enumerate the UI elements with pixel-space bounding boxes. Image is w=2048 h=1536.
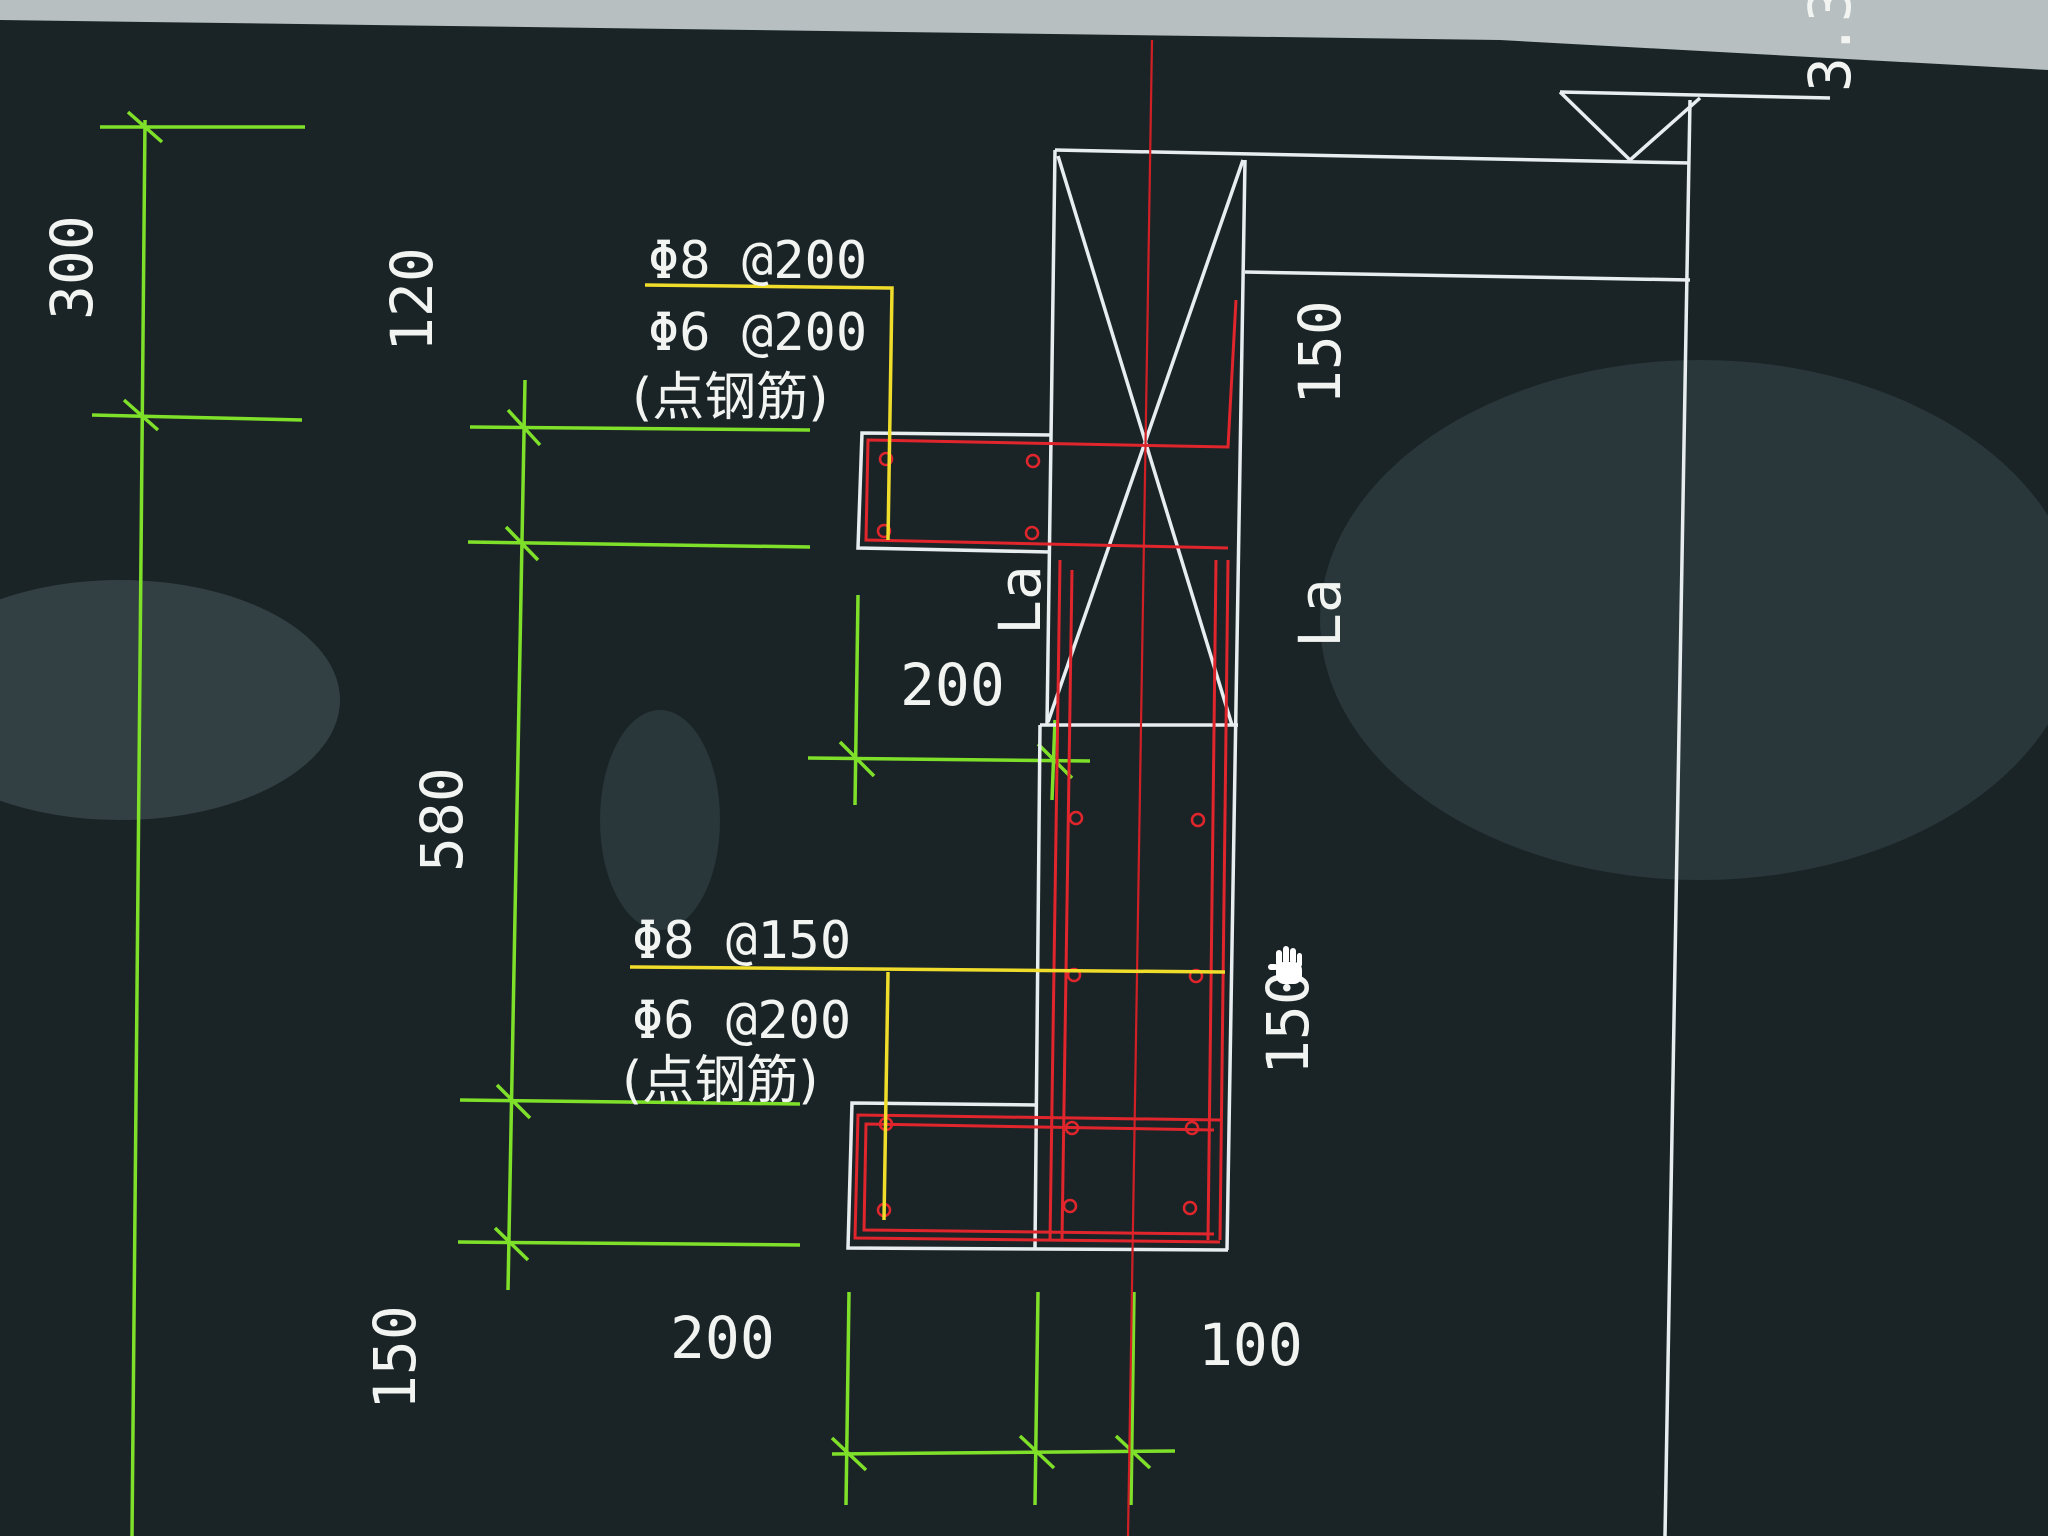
rebar-group	[853, 299, 1238, 1244]
mid-dimension-200	[807, 594, 1091, 806]
dim-150-right-top-label: 150	[1286, 300, 1354, 405]
bottom-dimension-chain	[830, 1291, 1176, 1506]
dim-150-right-bottom-label: 150	[1254, 970, 1322, 1075]
elevation-triangle-icon	[1558, 90, 1831, 163]
dim-580-label: 580	[408, 767, 476, 872]
annotation-leaders	[629, 283, 1226, 1221]
section-outline	[846, 99, 1692, 1536]
dim-150-bottom-label: 150	[361, 1305, 429, 1410]
top-rebar-note: (点钢筋)	[632, 368, 829, 428]
dim-200-mid-label: 200	[900, 651, 1005, 719]
top-dist-rebar-label: Φ6 @200	[648, 303, 867, 363]
screen-top-edge	[0, 0, 2048, 70]
center-axis-line	[1126, 39, 1154, 1536]
bottom-main-rebar-label: Φ8 @150	[632, 911, 851, 971]
screen-glare-left	[0, 580, 340, 820]
screen-glare-center	[600, 710, 720, 930]
bottom-rebar-note: (点钢筋)	[622, 1051, 819, 1111]
dim-200-bottom-label: 200	[670, 1304, 775, 1372]
elevation-label: 3.300	[1796, 0, 1864, 92]
dim-120-label: 120	[378, 247, 446, 352]
screen-glare-right	[1320, 360, 2048, 880]
dim-300-label: 300	[38, 215, 106, 320]
hand-cursor-icon	[1268, 946, 1302, 984]
left-dimension-chain	[91, 110, 811, 1536]
top-main-rebar-label: Φ8 @200	[648, 231, 867, 291]
dim-100-bottom-label: 100	[1198, 1311, 1303, 1379]
la-left-label: La	[986, 565, 1054, 635]
bottom-dist-rebar-label: Φ6 @200	[632, 991, 851, 1051]
la-right-label: La	[1286, 578, 1354, 648]
